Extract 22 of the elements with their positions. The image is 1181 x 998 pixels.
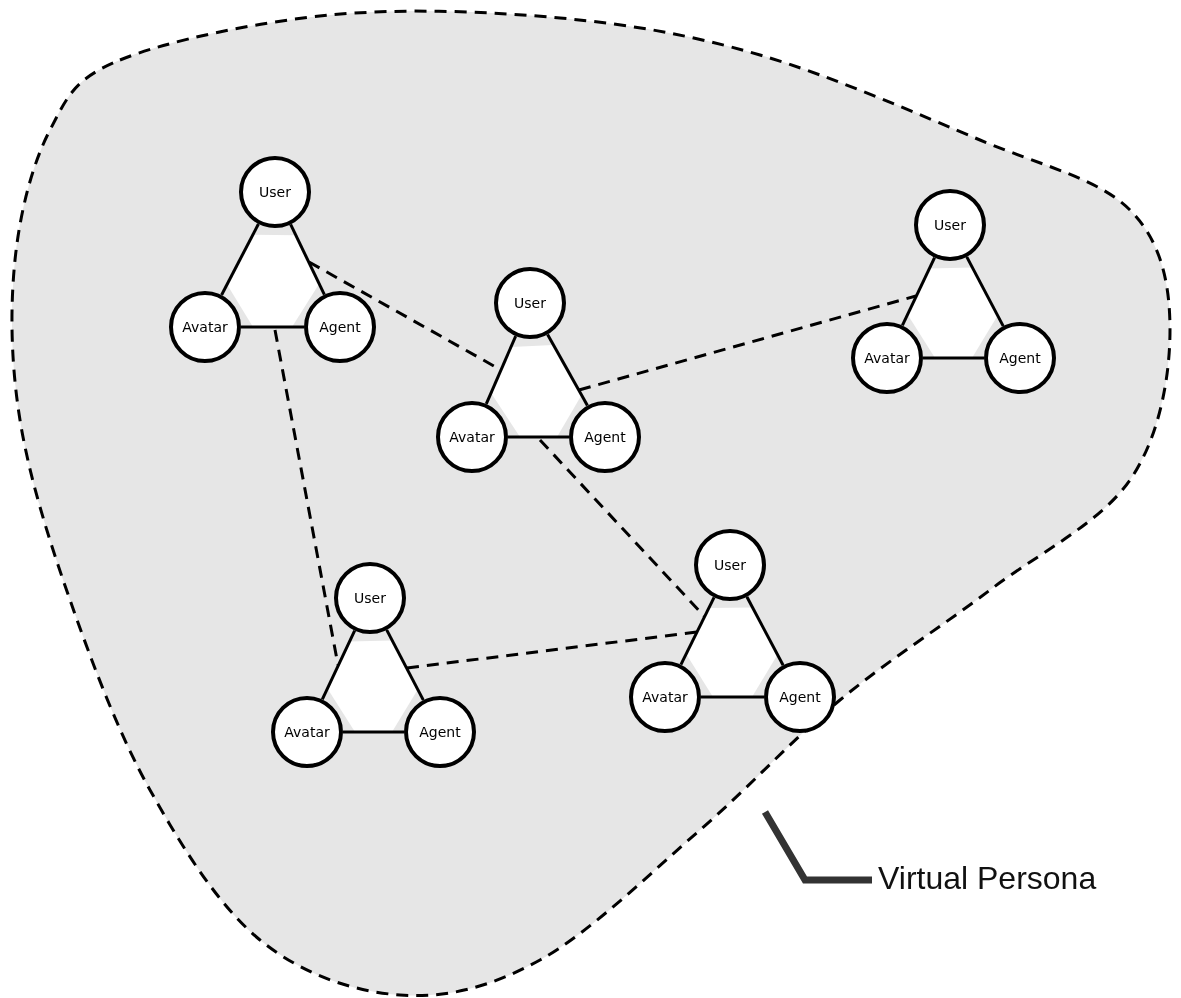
connector-line <box>901 256 936 327</box>
connector-line <box>546 333 589 407</box>
connector-line <box>923 356 984 360</box>
connector-line <box>965 256 1005 327</box>
connector-line <box>320 629 357 701</box>
connector-line <box>343 730 404 734</box>
connector-line <box>701 695 764 699</box>
connector-line <box>289 223 326 296</box>
connector-line <box>220 223 260 296</box>
triangle-shape <box>686 607 778 697</box>
connector-line <box>508 435 569 439</box>
dashed-connector <box>578 294 917 392</box>
callout-label: Virtual Persona <box>878 860 1097 897</box>
connector-line <box>385 629 425 701</box>
dashed-connector <box>406 630 698 670</box>
dashed-connector <box>273 329 340 666</box>
dashed-connector <box>538 438 707 619</box>
triangle-shape <box>227 234 320 327</box>
connector-line <box>679 596 716 666</box>
connector-line <box>241 325 304 329</box>
connector-line <box>484 335 518 405</box>
connector-line <box>745 596 785 666</box>
